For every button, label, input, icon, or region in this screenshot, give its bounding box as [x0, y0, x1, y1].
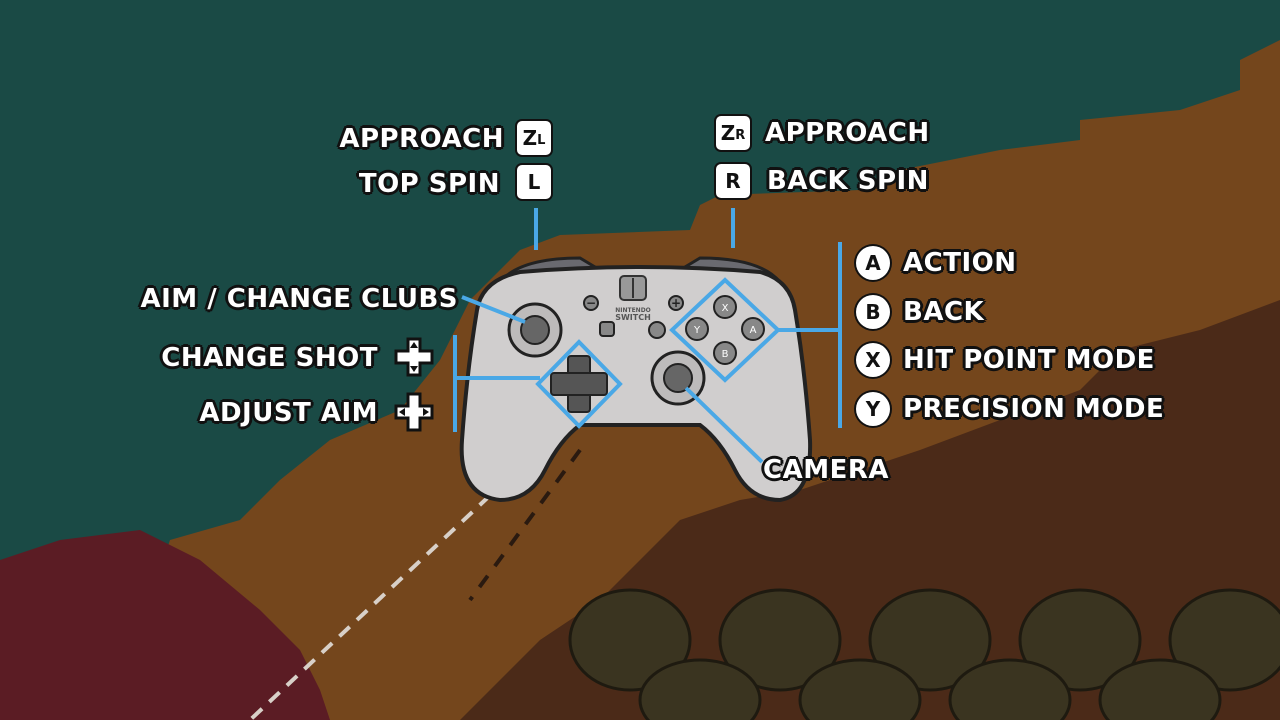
r-key-glyph: R — [725, 169, 741, 193]
tree-row — [568, 588, 1280, 720]
capture-button — [599, 321, 615, 337]
a-key-glyph: A — [865, 251, 881, 275]
left-stick-label: AIM / CHANGE CLUBS — [140, 284, 458, 314]
left-stick-callout-line — [461, 295, 526, 324]
minus-glyph: − — [586, 296, 596, 310]
brand-line1: NINTENDO — [615, 307, 651, 314]
camera-callout-line — [684, 386, 764, 464]
right-stick — [663, 363, 693, 393]
y-key-glyph: Y — [865, 397, 881, 421]
dpad-leftright-icon — [394, 392, 434, 432]
adjust-aim-label: ADJUST AIM — [199, 398, 378, 428]
x-button-icon: X — [856, 343, 890, 377]
left-stick — [520, 315, 550, 345]
x-action-label: HIT POINT MODE — [903, 345, 1155, 375]
zl-key-glyph: Z — [522, 126, 538, 150]
zr-key-glyph: Z — [720, 121, 736, 145]
dpad-updown-icon — [394, 337, 434, 377]
home-button — [648, 321, 666, 339]
zr-key-sub: R — [735, 127, 746, 143]
face-x-label: X — [722, 303, 729, 314]
face-buttons-highlight — [669, 277, 781, 383]
y-button-icon: Y — [856, 392, 890, 426]
change-shot-label: CHANGE SHOT — [161, 343, 378, 373]
b-button-icon: B — [856, 295, 890, 329]
zl-action-label: APPROACH — [339, 124, 504, 154]
face-button-x — [713, 295, 737, 319]
minus-button — [583, 295, 599, 311]
camera-label: CAMERA — [763, 455, 889, 485]
l-key-glyph: L — [527, 170, 541, 194]
plus-button — [668, 295, 684, 311]
b-action-label: BACK — [903, 297, 985, 327]
dpad-highlight — [535, 339, 623, 429]
plus-glyph: + — [671, 296, 681, 310]
l-button-icon: L — [517, 165, 551, 199]
r-action-label: BACK SPIN — [767, 166, 929, 196]
l-action-label: TOP SPIN — [358, 169, 500, 199]
controller-body — [459, 265, 813, 503]
a-button-icon: A — [856, 246, 890, 280]
y-action-label: PRECISION MODE — [903, 394, 1165, 424]
face-b-label: B — [722, 349, 729, 360]
face-button-a — [741, 317, 765, 341]
face-button-b — [713, 341, 737, 365]
b-key-glyph: B — [865, 300, 881, 324]
face-y-label: Y — [693, 325, 701, 336]
red-brush-patch — [0, 530, 330, 720]
brand-line2: SWITCH — [615, 313, 651, 322]
a-action-label: ACTION — [903, 248, 1017, 278]
face-buttons — [685, 295, 765, 365]
x-key-glyph: X — [865, 348, 881, 372]
zl-key-sub: L — [537, 132, 546, 148]
face-a-label: A — [750, 325, 757, 336]
dpad — [550, 355, 608, 413]
r-button-icon: R — [716, 164, 750, 198]
face-button-y — [685, 317, 709, 341]
callout-lines — [453, 208, 842, 464]
fairway-dashed-path — [468, 448, 582, 602]
zr-action-label: APPROACH — [765, 118, 930, 148]
